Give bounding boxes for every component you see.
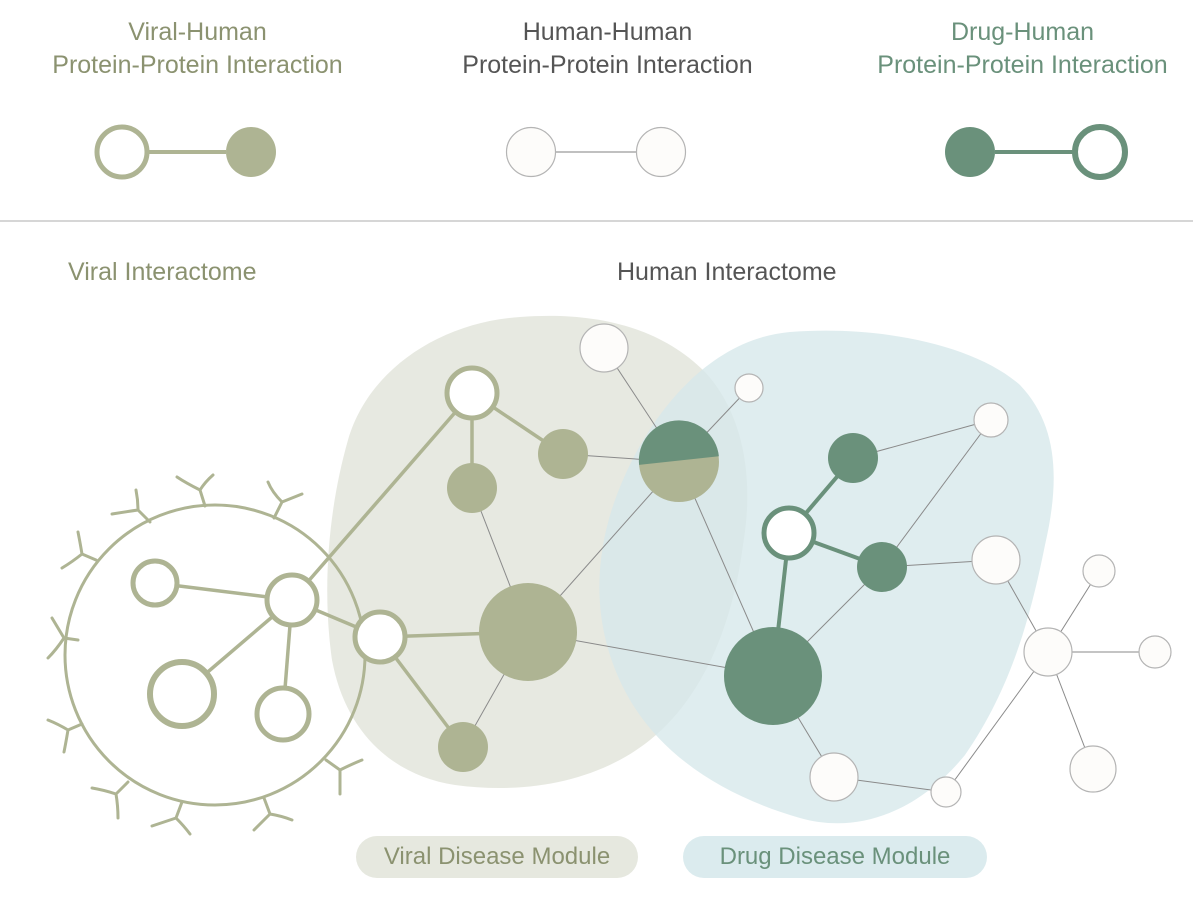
legend-drug-human-line2: Protein-Protein Interaction bbox=[877, 51, 1168, 79]
legend-drug-human-symbol bbox=[945, 124, 1128, 180]
legend-viral-human-line1: Viral-Human bbox=[128, 18, 267, 46]
human-protein-icon bbox=[635, 126, 687, 178]
legend-human-human-title: Human-Human Protein-Protein Interaction bbox=[430, 16, 785, 82]
virus-outline bbox=[46, 473, 367, 836]
human-protein-node bbox=[1138, 635, 1172, 669]
viral-target-node bbox=[538, 429, 588, 479]
human-protein-icon bbox=[505, 126, 557, 178]
legend-viral-human-symbol bbox=[94, 124, 276, 180]
human-target-icon bbox=[226, 127, 276, 177]
viral-protein-node bbox=[352, 609, 408, 665]
viral-protein-icon bbox=[94, 124, 150, 180]
drug-target-node bbox=[828, 433, 878, 483]
viral-target-node bbox=[479, 583, 577, 681]
drug-disease-module-region bbox=[599, 330, 1054, 824]
viral-interactome-label: Viral Interactome bbox=[68, 258, 257, 286]
human-interactome-label: Human Interactome bbox=[617, 258, 837, 286]
human-protein-node bbox=[579, 323, 629, 373]
drug-human-edges bbox=[771, 456, 883, 677]
legend-human-human-line2: Protein-Protein Interaction bbox=[462, 51, 753, 79]
shared-target-node bbox=[638, 420, 719, 502]
legend-viral-human-title: Viral-Human Protein-Protein Interaction bbox=[20, 16, 375, 82]
viral-target-node bbox=[438, 722, 488, 772]
viral-protein-node bbox=[444, 365, 500, 421]
legend-viral-human-line2: Protein-Protein Interaction bbox=[52, 51, 343, 79]
viral-protein-node bbox=[130, 558, 180, 608]
human-protein-node bbox=[1069, 745, 1117, 793]
legend-human-human-symbol bbox=[505, 126, 687, 178]
human-protein-node bbox=[973, 402, 1009, 438]
legend-human-human-line1: Human-Human bbox=[522, 18, 693, 46]
drug-icon bbox=[945, 127, 995, 177]
viral-disease-module-region bbox=[327, 315, 748, 788]
viral-human-edges bbox=[154, 391, 564, 749]
legend-drug-human-title: Drug-Human Protein-Protein Interaction bbox=[845, 16, 1200, 82]
human-human-edges bbox=[462, 347, 1155, 793]
viral-protein-node bbox=[254, 685, 312, 743]
drug-node bbox=[761, 505, 817, 561]
drug-target-node bbox=[857, 542, 907, 592]
viral-target-node bbox=[447, 463, 497, 513]
viral-protein-node bbox=[264, 572, 320, 628]
human-protein-node bbox=[1023, 627, 1073, 677]
drug-target-node bbox=[724, 627, 822, 725]
viral-protein-node bbox=[147, 659, 217, 729]
human-protein-node bbox=[809, 752, 859, 802]
human-protein-node bbox=[1082, 554, 1116, 588]
drug-target-icon bbox=[1072, 124, 1128, 180]
human-protein-node bbox=[930, 776, 962, 808]
drug-disease-module-badge: Drug Disease Module bbox=[683, 836, 987, 878]
human-protein-node bbox=[734, 373, 764, 403]
legend-drug-human-line1: Drug-Human bbox=[950, 18, 1095, 46]
human-protein-node bbox=[971, 535, 1021, 585]
viral-disease-module-badge: Viral Disease Module bbox=[356, 836, 638, 878]
